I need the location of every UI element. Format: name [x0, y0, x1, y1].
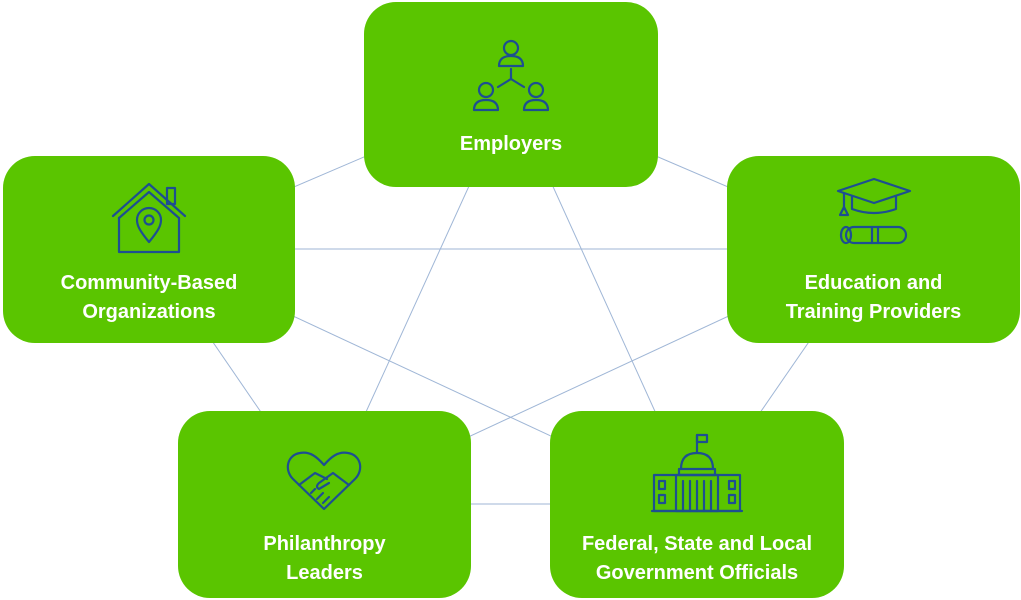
node-label: Philanthropy Leaders	[178, 530, 471, 588]
people-network-icon	[472, 39, 550, 112]
node-label: Community-Based Organizations	[3, 269, 295, 327]
node-label: Education and Training Providers	[727, 269, 1020, 327]
heart-handshake-icon	[286, 451, 362, 511]
graduation-cap-diploma-icon	[836, 177, 912, 245]
node-label-line: Employers	[459, 133, 563, 155]
node-label-line: Federal, State and Local	[581, 533, 813, 555]
node-label-line: Government Officials	[595, 562, 799, 584]
node-label-line: Education and	[804, 272, 943, 294]
node-label-line: Philanthropy	[263, 533, 386, 555]
node-education-training-providers: Education and Training Providers	[727, 156, 1020, 343]
node-label-line: Training Providers	[785, 301, 962, 323]
government-building-icon	[650, 433, 744, 513]
node-government-officials: Federal, State and Local Government Offi…	[550, 411, 844, 598]
node-label: Federal, State and Local Government Offi…	[550, 530, 844, 588]
house-location-icon	[111, 182, 187, 254]
node-community-based-organizations: Community-Based Organizations	[3, 156, 295, 343]
node-label-line: Leaders	[286, 562, 363, 584]
node-label-line: Organizations	[82, 301, 216, 323]
node-label: Employers	[364, 130, 658, 159]
node-label-line: Community-Based	[60, 272, 238, 294]
node-employers: Employers	[364, 2, 658, 187]
node-philanthropy-leaders: Philanthropy Leaders	[178, 411, 471, 598]
